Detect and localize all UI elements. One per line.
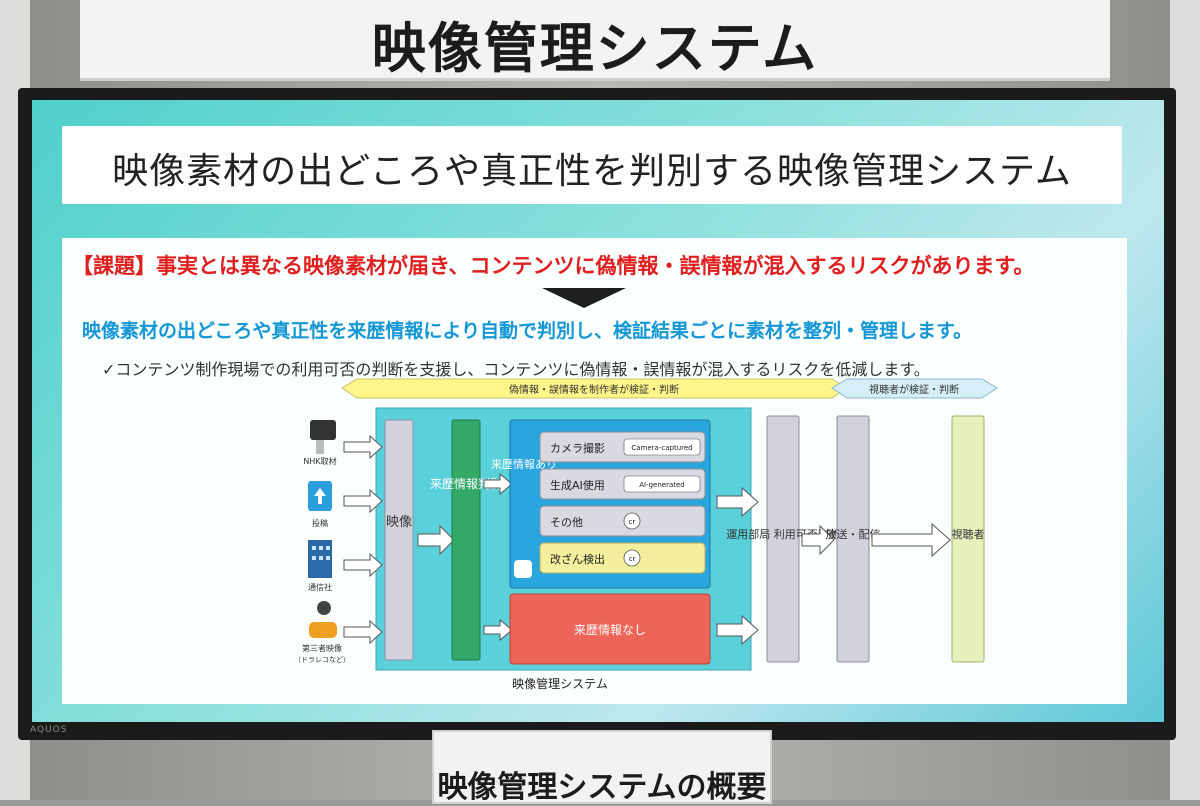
ai-generated-badge-text: AI-generated xyxy=(639,481,685,489)
operations-column xyxy=(766,415,800,663)
dashcam-icon xyxy=(317,601,331,615)
category-ai: 生成AI使用 AI-generated xyxy=(539,468,706,500)
broadcast-to-viewer-arrow xyxy=(871,522,951,558)
source-third-party: 第三者映像 （ドラレコなど） xyxy=(294,601,350,664)
no-provenance-to-operations-arrow xyxy=(716,614,759,646)
source-arrows xyxy=(343,434,383,645)
video-column xyxy=(384,419,414,661)
cr-mark-icon xyxy=(514,560,532,578)
tv-screen: 映像素材の出どころや真正性を判別する映像管理システム 【課題】事実とは異なる映像… xyxy=(32,100,1164,722)
viewer-judgement-arrow: 視聴者が検証・判断 xyxy=(831,378,998,399)
issue-text: 【課題】事実とは異なる映像素材が届き、コンテンツに偽情報・誤情報が混入するリスク… xyxy=(72,254,1035,278)
provenance-to-operations-arrow xyxy=(716,486,759,518)
slide-title-box: 映像素材の出どころや真正性を判別する映像管理システム xyxy=(62,126,1122,204)
category-other: その他 cr xyxy=(539,505,706,537)
flow-diagram: 偽情報・誤情報を制作者が検証・判断 視聴者が検証・判断 映像管理システム NHK… xyxy=(294,378,998,691)
video-to-judge-arrow xyxy=(417,524,455,556)
category-tamper: 改ざん検出 cr xyxy=(539,542,706,574)
source-post-label: 投稿 xyxy=(312,518,328,528)
cr-icon-text: cr xyxy=(629,518,636,526)
viewer-column xyxy=(951,415,985,663)
judge-column xyxy=(451,419,481,661)
cr-tamper-icon xyxy=(623,549,641,567)
category-camera: カメラ撮影 Camera-captured xyxy=(539,431,706,463)
car-icon xyxy=(309,622,337,638)
sub-text: ✓コンテンツ制作現場での利用可否の判断を支援し、コンテンツに偽情報・誤情報が混入… xyxy=(102,360,930,379)
provenance-label: 来歴情報あり xyxy=(491,458,557,471)
judge-to-no-provenance-arrow xyxy=(483,618,513,642)
judge-to-provenance-arrow xyxy=(483,472,513,496)
source-third-party-note: （ドラレコなど） xyxy=(294,656,350,664)
source-post: 投稿 xyxy=(308,481,332,528)
source-agency-label: 通信社 xyxy=(308,582,332,592)
camera-captured-badge-text: Camera-captured xyxy=(631,444,692,452)
cr-icon xyxy=(623,512,641,530)
broadcast-column xyxy=(836,415,870,663)
source-agency: 通信社 xyxy=(308,540,332,592)
headline-text: 映像素材の出どころや真正性を来歴情報により自動で判別し、検証結果ごとに素材を整列… xyxy=(82,320,973,342)
camera-icon xyxy=(310,420,336,440)
broadcast-label: 放送・配信 xyxy=(826,527,881,541)
camera-stand-icon xyxy=(316,440,324,454)
source-nhk-label: NHK取材 xyxy=(303,456,336,466)
no-provenance-box xyxy=(509,593,711,665)
bottom-sign-text: 映像管理システムの概要 xyxy=(437,770,767,805)
producer-judgement-arrow: 偽情報・誤情報を制作者が検証・判断 xyxy=(341,378,848,399)
slide-content: 【課題】事実とは異なる映像素材が届き、コンテンツに偽情報・誤情報が混入するリスク… xyxy=(62,238,1127,704)
camera-captured-badge xyxy=(623,438,701,456)
operations-to-broadcast-arrow xyxy=(801,524,835,556)
down-triangle-icon xyxy=(542,288,626,308)
bottom-sign: 映像管理システムの概要 xyxy=(432,730,772,805)
category-camera-label: カメラ撮影 xyxy=(550,441,605,455)
ai-generated-badge xyxy=(623,475,701,493)
category-ai-label: 生成AI使用 xyxy=(550,478,605,492)
no-provenance-label: 来歴情報なし xyxy=(574,623,646,637)
source-nhk: NHK取材 xyxy=(303,420,337,466)
tv-brand-logo: AQUOS xyxy=(30,725,68,735)
category-other-label: その他 xyxy=(550,516,583,529)
video-column-label: 映像 xyxy=(386,515,412,530)
booth-sign: 映像管理システム xyxy=(80,0,1110,81)
producer-judgement-label: 偽情報・誤情報を制作者が検証・判断 xyxy=(509,383,679,396)
category-tamper-label: 改ざん検出 xyxy=(550,552,605,566)
slide-title: 映像素材の出どころや真正性を判別する映像管理システム xyxy=(112,151,1072,192)
system-label: 映像管理システム xyxy=(512,676,608,691)
booth-sign-text: 映像管理システム xyxy=(371,17,819,80)
cr-tamper-icon-text: cr xyxy=(629,555,636,563)
viewer-label: 視聴者 xyxy=(952,527,985,541)
source-third-party-label: 第三者映像 xyxy=(302,643,342,653)
viewer-judgement-label: 視聴者が検証・判断 xyxy=(869,383,959,396)
